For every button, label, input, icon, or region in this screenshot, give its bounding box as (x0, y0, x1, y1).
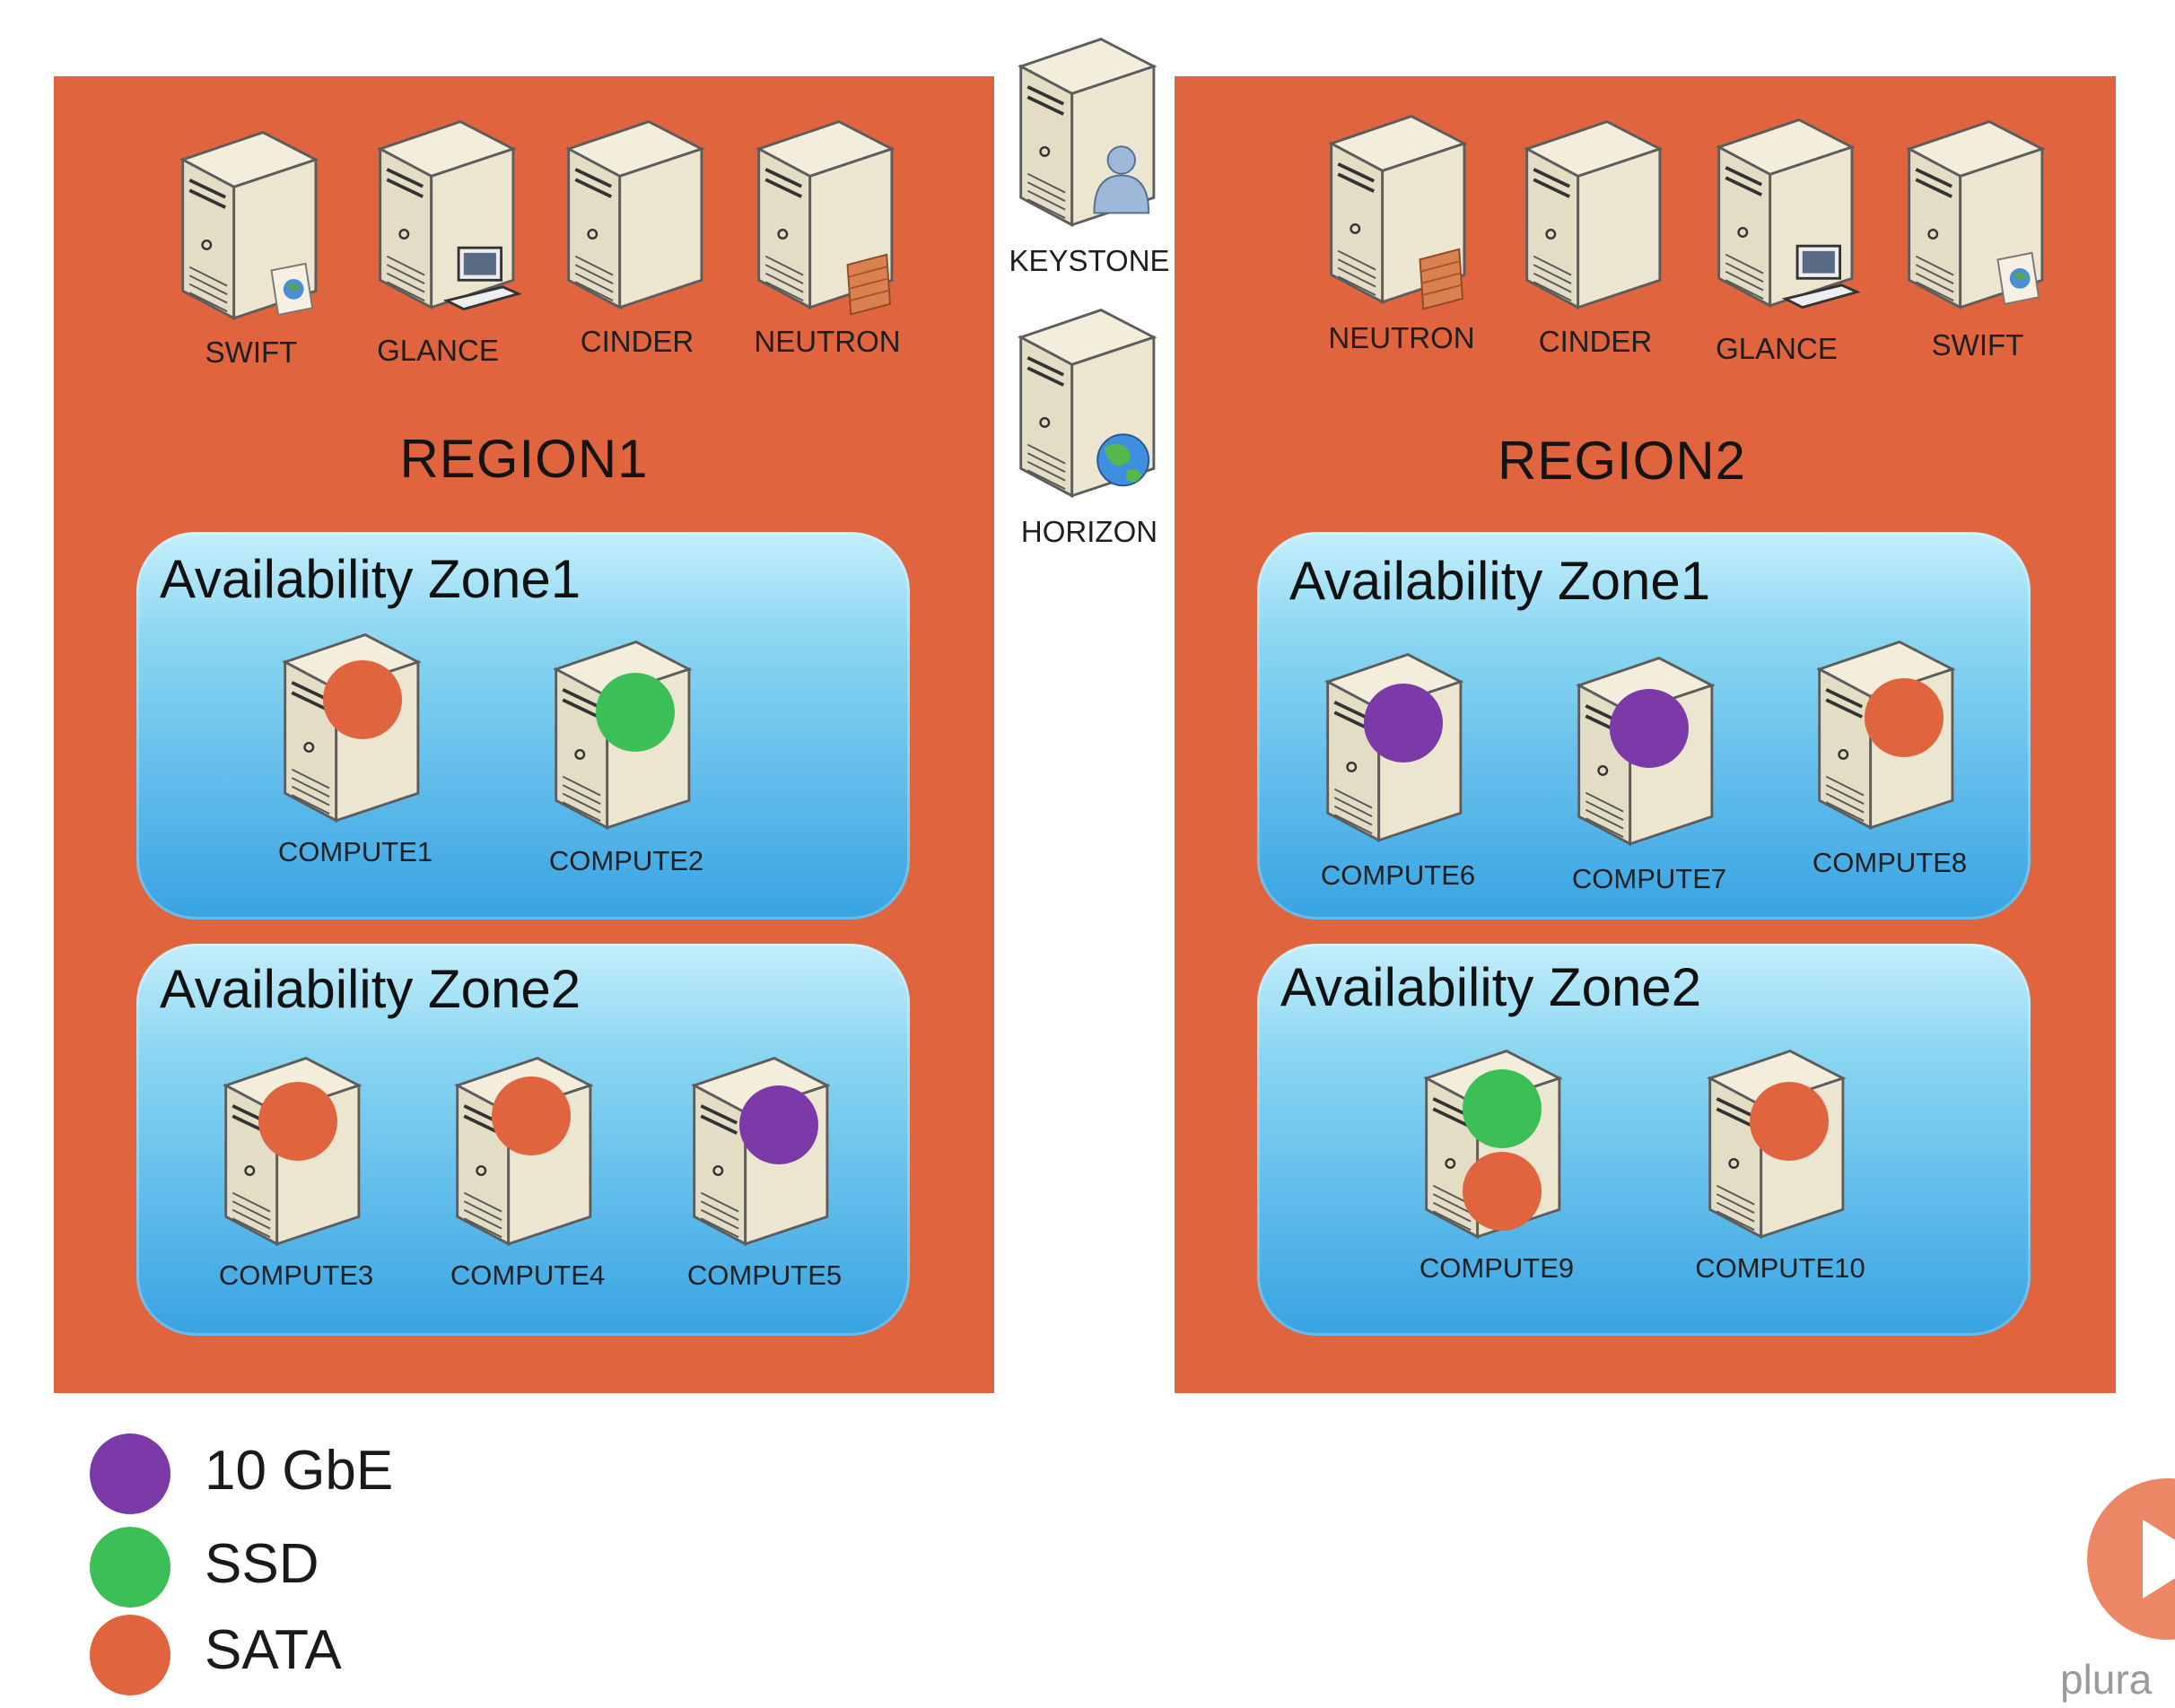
server-label: COMPUTE8 (1812, 847, 1968, 878)
feature-dot (258, 1082, 337, 1161)
feature-dot (1610, 689, 1689, 768)
server-label: COMPUTE7 (1571, 863, 1727, 894)
zone-title: Availability Zone1 (1289, 551, 1711, 611)
region-title: REGION1 (399, 429, 649, 489)
legend-label: SATA (205, 1619, 342, 1681)
server-label: COMPUTE5 (686, 1259, 843, 1291)
feature-dot (1463, 1069, 1542, 1148)
server-icon (1326, 109, 1472, 310)
server-label: NEUTRON (754, 325, 901, 358)
feature-dot (492, 1076, 571, 1155)
server-icon (1904, 115, 2049, 312)
play-triangle-icon (2143, 1520, 2175, 1599)
server-label: CINDER (1538, 325, 1653, 358)
zone-title: Availability Zone2 (160, 959, 581, 1019)
server-label: NEUTRON (1328, 321, 1475, 354)
watermark-text: plura (2060, 1656, 2153, 1703)
server-label: COMPUTE4 (450, 1259, 606, 1291)
region-title: REGION2 (1497, 431, 1747, 491)
server-label: HORIZON (1020, 515, 1158, 548)
server-icon (1714, 113, 1861, 310)
legend-label: SSD (205, 1533, 319, 1595)
server-label: COMPUTE3 (218, 1259, 374, 1291)
server-icon (1016, 32, 1161, 230)
legend-swatch (90, 1527, 170, 1608)
server-icon (375, 115, 522, 312)
availability-zone: Availability Zone1 (136, 532, 910, 919)
server-icon (754, 115, 899, 316)
legend-swatch (90, 1615, 170, 1695)
server-label: COMPUTE1 (277, 836, 433, 867)
server-label: SWIFT (205, 336, 298, 369)
server-label: COMPUTE10 (1695, 1252, 1865, 1284)
legend-swatch (90, 1434, 170, 1514)
server-icon (563, 115, 709, 312)
zone-title: Availability Zone1 (160, 549, 581, 609)
feature-dot (1750, 1082, 1829, 1161)
legend-label: 10 GbE (205, 1440, 394, 1502)
feature-dot (739, 1085, 818, 1164)
feature-dot (596, 673, 675, 752)
server-label: COMPUTE9 (1419, 1252, 1575, 1284)
feature-dot (1463, 1152, 1542, 1231)
zone-title: Availability Zone2 (1280, 957, 1702, 1017)
server-label: COMPUTE2 (548, 845, 704, 876)
compute-node-icon (551, 635, 696, 832)
server-icon (1522, 115, 1667, 312)
server-label: CINDER (580, 325, 694, 358)
server-label: KEYSTONE (1009, 244, 1170, 277)
server-icon (1016, 303, 1161, 501)
server-icon (178, 126, 323, 323)
feature-dot (1865, 678, 1944, 757)
feature-dot (323, 660, 402, 739)
server-label: GLANCE (377, 334, 499, 367)
server-label: COMPUTE6 (1320, 859, 1476, 891)
feature-dot (1364, 684, 1443, 762)
availability-zone: Availability Zone2 (1257, 944, 2031, 1336)
server-label: GLANCE (1716, 332, 1838, 365)
server-label: SWIFT (1931, 328, 2024, 362)
